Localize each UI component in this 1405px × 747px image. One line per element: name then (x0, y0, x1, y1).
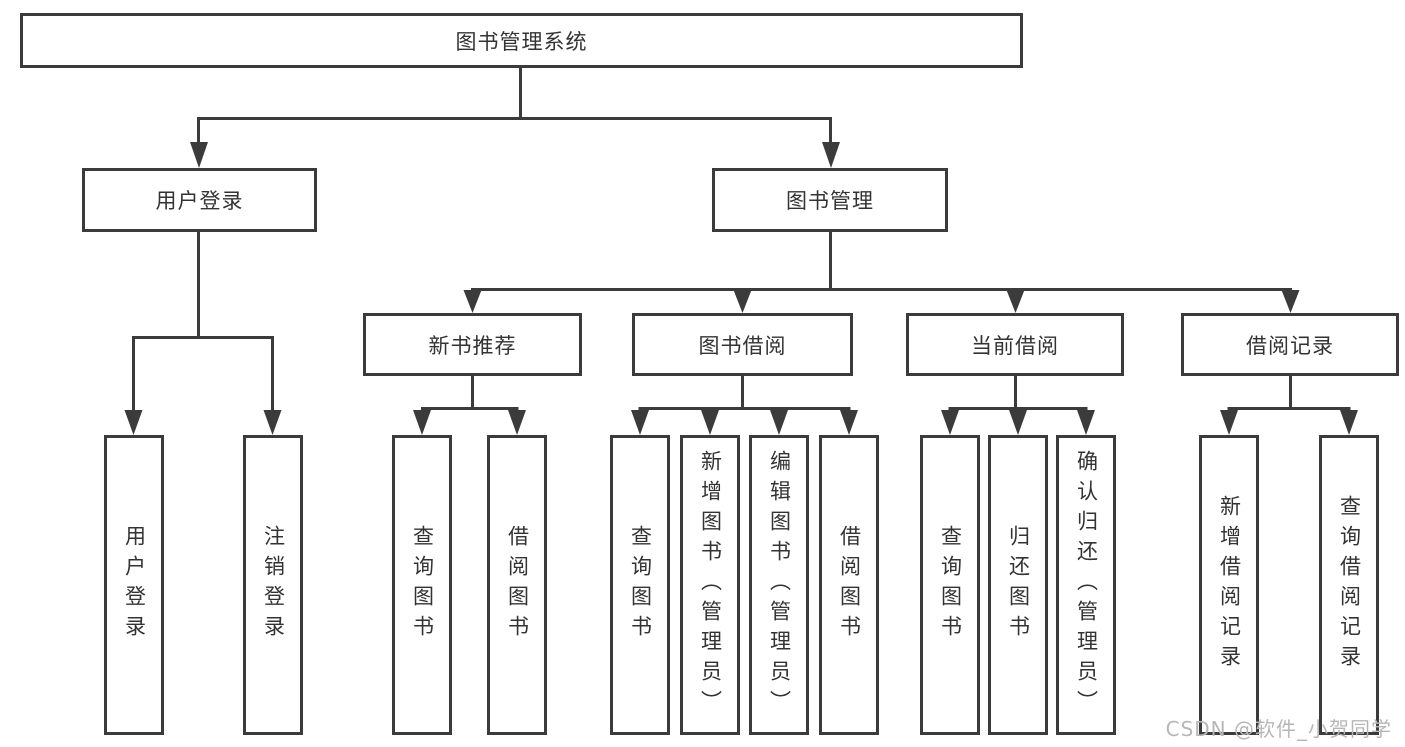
leaf-borrow-books-recommend: 借阅图书 (487, 435, 547, 735)
arrowhead-leaf-borrow-books-2 (840, 410, 858, 435)
arrowhead-leaf-query-books-1 (413, 410, 431, 435)
arrowhead-leaf-return-books (1009, 410, 1027, 435)
arrowhead-leaf-confirm-return (1077, 410, 1095, 435)
leaf-label: 新增图书（管理员） (698, 450, 723, 720)
leaf-label: 借阅图书 (837, 525, 862, 645)
leaf-label: 用户登录 (122, 525, 147, 645)
node-label: 借阅记录 (1246, 333, 1334, 358)
arrowhead-leaf-logout (263, 410, 282, 435)
arrowhead-leaf-borrow-books-1 (508, 410, 526, 435)
node-user-login: 用户登录 (82, 168, 317, 232)
leaf-label: 归还图书 (1006, 525, 1031, 645)
node-label: 图书管理系统 (455, 29, 588, 54)
arrowhead-leaf-edit-book (770, 410, 788, 435)
node-label: 当前借阅 (971, 333, 1059, 358)
node-label: 图书借阅 (698, 333, 787, 358)
leaf-add-borrow-record: 新增借阅记录 (1199, 435, 1259, 735)
arrowhead-new-book (463, 290, 482, 313)
leaf-label: 新增借阅记录 (1217, 495, 1242, 675)
node-library-system: 图书管理系统 (20, 13, 1023, 68)
leaf-label: 编辑图书（管理员） (767, 450, 792, 720)
arrowhead-book-borrowing (733, 290, 752, 313)
arrowhead-leaf-add-book (701, 410, 719, 435)
leaf-edit-book-admin: 编辑图书（管理员） (749, 435, 809, 735)
arrowhead-book-management (822, 142, 840, 168)
arrowhead-borrowing-records (1281, 290, 1300, 313)
arrowhead-leaf-query-record (1340, 410, 1358, 435)
leaf-label: 查询图书 (628, 525, 653, 645)
node-borrowing-records: 借阅记录 (1181, 313, 1399, 376)
node-label: 新书推荐 (428, 333, 517, 358)
leaf-label: 查询图书 (410, 525, 435, 645)
arrowhead-leaf-query-books-2 (631, 410, 649, 435)
arrowhead-current-borrowing (1006, 290, 1025, 313)
arrowhead-user-login (190, 142, 208, 168)
node-book-borrowing: 图书借阅 (632, 313, 853, 376)
leaf-user-login: 用户登录 (104, 435, 164, 735)
leaf-add-book-admin: 新增图书（管理员） (680, 435, 740, 735)
leaf-query-books-recommend: 查询图书 (392, 435, 452, 735)
leaf-label: 确认归还（管理员） (1074, 450, 1099, 720)
arrowhead-leaf-add-record (1220, 410, 1238, 435)
leaf-query-books-current: 查询图书 (920, 435, 980, 735)
leaf-query-borrow-record: 查询借阅记录 (1319, 435, 1379, 735)
csdn-watermark: CSDN @软件_小贺同学 (1165, 717, 1392, 741)
leaf-label: 查询借阅记录 (1337, 495, 1362, 675)
node-new-book-recommendation: 新书推荐 (363, 313, 582, 376)
node-label: 用户登录 (155, 189, 244, 213)
node-current-borrowing: 当前借阅 (906, 313, 1124, 376)
node-label: 图书管理 (786, 189, 874, 213)
leaf-label: 查询图书 (938, 525, 963, 645)
leaf-confirm-return-admin: 确认归还（管理员） (1056, 435, 1116, 735)
arrowhead-leaf-user-login (124, 410, 143, 435)
leaf-query-books-borrowing: 查询图书 (610, 435, 670, 735)
leaf-logout: 注销登录 (243, 435, 303, 735)
arrowhead-leaf-query-books-3 (941, 410, 959, 435)
leaf-borrow-books-borrowing: 借阅图书 (819, 435, 879, 735)
leaf-return-books: 归还图书 (988, 435, 1048, 735)
leaf-label: 注销登录 (261, 525, 286, 645)
leaf-label: 借阅图书 (505, 525, 530, 645)
node-book-management: 图书管理 (712, 168, 948, 232)
